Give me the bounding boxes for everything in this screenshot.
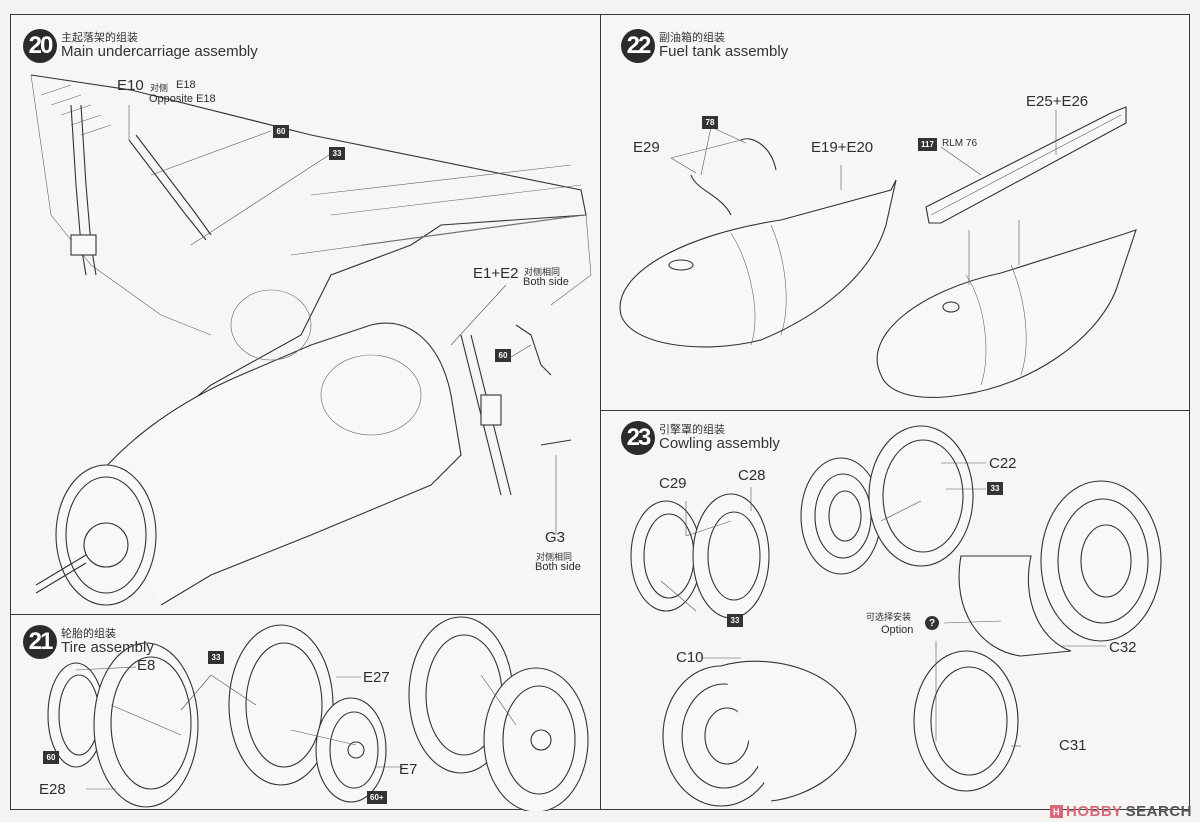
step-23-panel: 23 引擎罩的组装 Cowling assembly C29 C28 C22 3…: [600, 410, 1190, 810]
step-title-cn: 引擎罩的组装: [659, 423, 725, 437]
cowling-illustration: [630, 425, 1162, 807]
step-22-header: 22 副油箱的组装 Fuel tank assembly: [621, 29, 788, 63]
part-note-cn: 对侧相同: [536, 553, 573, 563]
part-note-both-side: Both side: [535, 561, 581, 573]
step-title-en: Cowling assembly: [659, 434, 780, 452]
option-note-cn: 可选择安装: [866, 613, 912, 623]
step-number: 22: [621, 29, 655, 63]
part-note-cn: 对侧: [150, 84, 169, 94]
step-title-cn: 主起落架的组装: [61, 31, 138, 45]
step-title-en: Main undercarriage assembly: [61, 42, 258, 60]
paint-badge: 60: [43, 751, 59, 764]
option-note-en: Option: [881, 624, 914, 636]
step-number: 23: [621, 421, 655, 455]
part-label-e10: E10: [117, 77, 144, 94]
fuel-tank-illustration: [619, 106, 1137, 398]
part-label-c31: C31: [1059, 737, 1087, 754]
hobby-search-watermark: H HOBBY SEARCH: [1049, 803, 1192, 820]
paint-badge: 60: [495, 349, 511, 362]
step-title-en: Fuel tank assembly: [659, 42, 789, 60]
part-note-cn: 对侧相同: [524, 268, 561, 278]
part-label-c29: C29: [659, 475, 687, 492]
part-label-e7: E7: [399, 761, 418, 778]
paint-badge: 33: [208, 651, 224, 664]
paint-badge: 33: [727, 614, 743, 627]
step-21-header: 21 轮胎的组装 Tire assembly: [23, 625, 154, 659]
part-label-e8: E8: [137, 657, 156, 674]
tire-illustration: [47, 616, 589, 811]
step-title-en: Tire assembly: [61, 638, 154, 656]
part-note-opposite: Opposite E18: [149, 93, 216, 105]
hobby-search-logo-icon: H: [1049, 805, 1063, 818]
part-note-both-side: Both side: [523, 276, 569, 288]
part-label-e1-e2: E1+E2: [473, 265, 519, 282]
step-23-header: 23 引擎罩的组装 Cowling assembly: [621, 421, 780, 455]
paint-badge: 60+: [367, 791, 387, 804]
paint-color-rlm76: RLM 76: [942, 138, 978, 149]
step-20-panel: 20 主起落架的组装 Main undercarriage assembly E…: [10, 14, 602, 616]
paint-badge: 117: [918, 138, 937, 151]
paint-badge: 78: [702, 116, 718, 129]
step-20-header: 20 主起落架的组装 Main undercarriage assembly: [23, 29, 258, 63]
paint-badge: 33: [329, 147, 345, 160]
paint-badge: 60: [273, 125, 289, 138]
watermark-brand-hobby: HOBBY: [1065, 803, 1123, 820]
part-label-e25-e26: E25+E26: [1026, 93, 1089, 110]
part-label-c10: C10: [676, 649, 704, 666]
part-label-c28: C28: [738, 467, 766, 484]
step-22-panel: 22 副油箱的组装 Fuel tank assembly 78 E29 E19+…: [600, 14, 1190, 412]
paint-badge: 33: [987, 482, 1003, 495]
step-number: 20: [23, 29, 57, 63]
part-label-e28: E28: [39, 781, 66, 798]
step-title-cn: 副油箱的组装: [659, 31, 725, 45]
option-question-icon: ?: [925, 616, 939, 630]
watermark-brand-search: SEARCH: [1125, 803, 1192, 820]
part-label-e27: E27: [363, 669, 390, 686]
undercarriage-illustration: [30, 74, 592, 606]
part-label-c32: C32: [1109, 639, 1137, 656]
step-number: 21: [23, 625, 57, 659]
part-label-g3: G3: [545, 529, 566, 546]
part-label-e19-e20: E19+E20: [811, 139, 874, 156]
step-21-panel: 21 轮胎的组装 Tire assembly E8 33 E27 60 E28 …: [10, 614, 602, 811]
part-label-c22: C22: [989, 455, 1017, 472]
step-title-cn: 轮胎的组装: [61, 627, 116, 641]
part-label-e18: E18: [176, 79, 196, 91]
part-label-e29: E29: [633, 139, 660, 156]
